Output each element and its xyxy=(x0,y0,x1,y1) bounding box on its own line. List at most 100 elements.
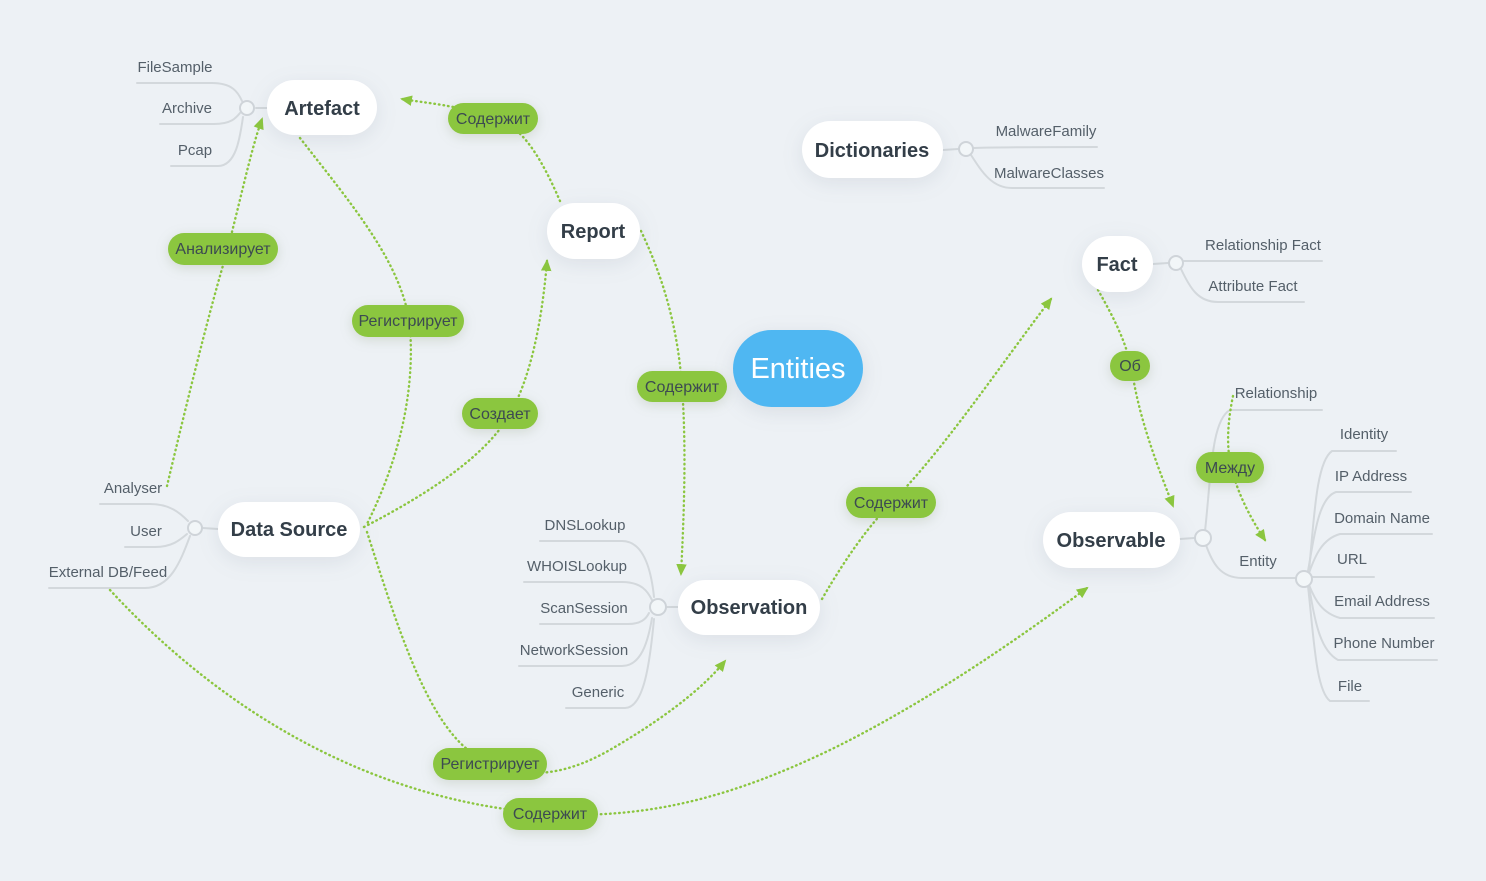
relation-analyser-artefact[interactable]: Анализирует xyxy=(168,233,278,265)
topic-fact-label: Fact xyxy=(1096,254,1137,276)
collapse-toggle-dictionaries[interactable] xyxy=(958,141,974,157)
topic-report-pill xyxy=(547,203,640,259)
leaf-user[interactable]: User xyxy=(130,523,162,540)
connector-observation-scansession xyxy=(539,612,650,625)
connector-entity-ipaddress xyxy=(1307,491,1412,572)
connector-datasource-externaldb xyxy=(48,535,191,589)
relation-path-externaldb-observable xyxy=(108,586,1089,816)
leaf-malwarefamily[interactable]: MalwareFamily xyxy=(996,123,1097,140)
connector-dictionaries-malwareclasses xyxy=(970,154,1105,189)
topic-artefact[interactable]: Artefact xyxy=(267,80,377,135)
leaf-relationship-fact[interactable]: Relationship Fact xyxy=(1205,237,1322,254)
leaf-analyser[interactable]: Analyser xyxy=(104,480,162,497)
topic-observable[interactable]: Observable xyxy=(1043,512,1180,568)
relation-datasource-report-text: Создает xyxy=(469,406,531,423)
connector-datasource-user xyxy=(124,533,188,548)
relation-datasource-observation-text: Регистрирует xyxy=(440,756,540,773)
relation-analyser-artefact-text: Анализирует xyxy=(175,241,271,258)
leaf-identity[interactable]: Identity xyxy=(1340,426,1389,443)
relation-datasource-artefact-pill xyxy=(352,305,464,337)
connector-observable-stub xyxy=(1179,537,1195,540)
relation-datasource-artefact-text: Регистрирует xyxy=(358,313,458,330)
topic-dictionaries[interactable]: Dictionaries xyxy=(802,121,943,178)
connector-datasource-analyser xyxy=(99,503,189,522)
relation-datasource-observation[interactable]: Регистрирует xyxy=(433,748,547,780)
topic-report-label: Report xyxy=(561,221,626,243)
topic-dictionaries-label: Dictionaries xyxy=(815,140,929,162)
relation-analyser-artefact-pill xyxy=(168,233,278,265)
collapse-toggle-datasource[interactable] xyxy=(187,520,203,536)
relation-datasource-artefact[interactable]: Регистрирует xyxy=(352,305,464,337)
connector-observable-relationship xyxy=(1204,409,1323,532)
connector-entity-file xyxy=(1307,585,1370,702)
topic-fact[interactable]: Fact xyxy=(1082,236,1153,292)
topic-nodes: Artefact Report Dictionaries Fact Data S… xyxy=(218,80,1180,635)
leaf-generic[interactable]: Generic xyxy=(572,684,625,701)
relation-report-artefact[interactable]: Содержит xyxy=(448,103,538,134)
relation-relationship-entity[interactable]: Между xyxy=(1196,452,1264,483)
relation-report-artefact-text: Содержит xyxy=(456,111,531,128)
leaf-email-address[interactable]: Email Address xyxy=(1334,593,1430,610)
relation-datasource-report[interactable]: Создает xyxy=(462,398,538,429)
connector-entity-phonenumber xyxy=(1308,585,1438,661)
leaf-attribute-fact[interactable]: Attribute Fact xyxy=(1208,278,1298,295)
connector-artefact-filesample xyxy=(136,82,243,102)
topic-observation-label: Observation xyxy=(691,597,808,619)
center-topic-entities[interactable]: Entities xyxy=(733,330,863,407)
topic-observable-pill xyxy=(1043,512,1180,568)
topic-data-source-label: Data Source xyxy=(231,519,348,541)
leaf-phone-number[interactable]: Phone Number xyxy=(1334,635,1435,652)
connector-dictionaries-stub xyxy=(942,148,959,151)
collapse-toggle-observation[interactable] xyxy=(649,598,667,616)
leaf-relationship[interactable]: Relationship xyxy=(1235,385,1318,402)
relation-fact-observable-text: Об xyxy=(1119,358,1141,375)
relation-path-observation-fact xyxy=(820,297,1053,601)
leaf-scansession[interactable]: ScanSession xyxy=(540,600,628,617)
relation-fact-observable[interactable]: Об xyxy=(1110,351,1150,381)
leaf-archive[interactable]: Archive xyxy=(162,100,212,117)
connector-fact-stub xyxy=(1152,262,1169,265)
leaf-file[interactable]: File xyxy=(1338,678,1362,695)
connector-observation-whoislookup xyxy=(523,581,653,601)
leaf-networksession[interactable]: NetworkSession xyxy=(520,642,628,659)
collapse-toggle-fact[interactable] xyxy=(1168,255,1184,271)
leaf-filesample[interactable]: FileSample xyxy=(137,59,212,76)
relation-observation-fact[interactable]: Содержит xyxy=(846,487,936,518)
connector-observation-generic xyxy=(565,618,655,709)
connector-observable-entity xyxy=(1205,544,1296,579)
leaf-pcap[interactable]: Pcap xyxy=(178,142,212,159)
topic-observation[interactable]: Observation xyxy=(678,580,820,635)
leaf-malwareclasses[interactable]: MalwareClasses xyxy=(994,165,1104,182)
topic-report[interactable]: Report xyxy=(547,203,640,259)
relation-path-report-observation xyxy=(639,229,687,576)
connector-observation-dnslookup xyxy=(539,540,655,598)
relation-externaldb-observable[interactable]: Содержит xyxy=(503,798,598,830)
leaf-external-db-feed[interactable]: External DB/Feed xyxy=(49,564,167,581)
relation-datasource-observation-pill xyxy=(433,748,547,780)
relation-curves xyxy=(108,95,1267,816)
leaf-entity[interactable]: Entity xyxy=(1239,553,1277,570)
leaf-dnslookup[interactable]: DNSLookup xyxy=(545,517,626,534)
relation-report-artefact-pill xyxy=(448,103,538,134)
leaf-whoislookup[interactable]: WHOISLookup xyxy=(527,558,627,575)
relation-path-analyser-artefact xyxy=(165,117,264,488)
collapse-toggle-entity[interactable] xyxy=(1295,570,1313,588)
leaf-ip-address[interactable]: IP Address xyxy=(1335,468,1407,485)
relation-path-datasource-report xyxy=(362,259,552,529)
leaf-url[interactable]: URL xyxy=(1337,551,1367,568)
topic-observable-label: Observable xyxy=(1057,530,1166,552)
relation-report-observation[interactable]: Содержит xyxy=(637,371,727,402)
topic-data-source[interactable]: Data Source xyxy=(218,502,360,557)
collapse-toggle-artefact[interactable] xyxy=(239,100,255,116)
connector-datasource-stub xyxy=(202,527,219,530)
topic-fact-pill xyxy=(1082,236,1153,292)
connector-dictionaries-malwarefamily xyxy=(973,146,1098,149)
collapse-toggle-observable[interactable] xyxy=(1194,529,1212,547)
leaf-domain-name[interactable]: Domain Name xyxy=(1334,510,1430,527)
topic-dictionaries-pill xyxy=(802,121,943,178)
leaf-labels: FileSample Archive Pcap MalwareFamily Ma… xyxy=(49,59,1435,701)
relation-observation-fact-text: Содержит xyxy=(854,495,929,512)
relation-externaldb-observable-pill xyxy=(503,798,598,830)
relation-relationship-entity-text: Между xyxy=(1205,460,1255,477)
